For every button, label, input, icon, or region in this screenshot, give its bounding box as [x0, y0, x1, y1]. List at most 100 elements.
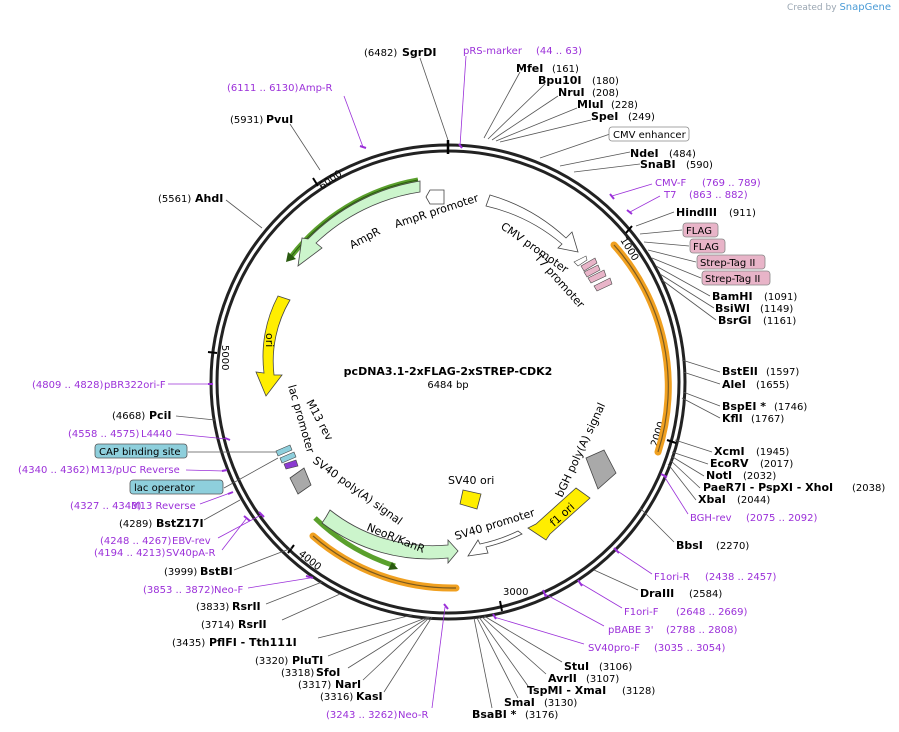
tspmi-pos: (3128) — [622, 686, 655, 697]
cmv-enhancer-line — [539, 133, 611, 159]
l4440-mark — [224, 437, 231, 441]
bsiwi-name: BsiWI — [715, 302, 750, 315]
xcmi-line — [674, 439, 713, 453]
lac-operator-feature[interactable] — [279, 451, 297, 464]
ahdi-line — [225, 199, 263, 229]
avrii-line — [481, 616, 547, 675]
strep1-line — [647, 249, 697, 263]
pvui-line — [289, 123, 321, 171]
strep-box-2[interactable] — [701, 270, 771, 286]
neo-f-range: (3853 .. 3872) — [143, 585, 215, 596]
bstbi-pos: (3999) — [164, 567, 197, 578]
f1ori-f-range: (2648 .. 2669) — [676, 607, 748, 618]
strep-box-1-label: Strep-Tag II — [700, 258, 755, 269]
bpu10i-name: Bpu10I — [538, 74, 582, 87]
bamhi-line — [655, 265, 711, 297]
t7-line — [629, 195, 661, 213]
f1ori-f-name: F1ori-F — [624, 607, 659, 618]
pbr322ori-f-name: pBR322ori-F — [104, 380, 166, 391]
plasmid-size: 6484 bp — [427, 380, 468, 391]
t7-range: (863 .. 882) — [689, 190, 748, 201]
sv40pa-r-line — [221, 518, 247, 551]
cap-binding-box[interactable] — [94, 443, 188, 459]
ori-feature[interactable] — [255, 295, 291, 397]
lac-operator-box[interactable] — [129, 479, 224, 495]
bgh-rev-mark — [660, 473, 668, 478]
credit-prefix: Created by — [787, 3, 837, 13]
bstz17i-line — [203, 499, 241, 521]
kfli-line — [681, 397, 721, 419]
neo-orf-arc-line — [312, 535, 457, 589]
sv40-promoter-feature[interactable] — [467, 530, 523, 557]
pluti-pos: (3320) — [255, 656, 288, 667]
mfei-pos: (161) — [552, 64, 579, 75]
prs-marker-mark — [458, 143, 463, 149]
ebv-rev-mark — [258, 511, 265, 518]
tick-5000: 5000 — [219, 345, 230, 370]
cmv-enhancer-box[interactable] — [608, 126, 690, 142]
flag-box-2[interactable] — [689, 238, 726, 254]
nari-pos: (3317) — [298, 680, 331, 691]
nari-line — [362, 616, 431, 681]
sv40-ori-label: SV40 ori — [448, 474, 494, 487]
noti-name: NotI — [706, 469, 732, 482]
pbabe3-range: (2788 .. 2808) — [666, 625, 738, 636]
strep-tag-feature-2[interactable] — [593, 277, 613, 292]
draiii-pos: (2584) — [689, 589, 722, 600]
smai-line — [476, 617, 519, 699]
pbabe3-name: pBABE 3' — [608, 625, 654, 636]
flag-box-1[interactable] — [682, 222, 719, 238]
lac-operator-label: lac operator — [134, 483, 195, 494]
flag-feature-1[interactable] — [580, 257, 598, 272]
cmv-f-mark — [609, 193, 615, 200]
rsrii-name: RsrII — [232, 600, 261, 613]
mlui-name: MluI — [577, 98, 604, 111]
rsrii-line — [265, 581, 323, 605]
sv40pa-r-name: SV40pA-R — [166, 548, 215, 559]
strep-tag-feature-1[interactable] — [587, 269, 607, 284]
amp-r-range: (6111 .. 6130) — [227, 83, 299, 94]
ampr-feature[interactable] — [297, 180, 421, 267]
ampr-promoter-feature[interactable] — [425, 189, 445, 205]
sv40-ori-feature[interactable] — [459, 489, 482, 510]
noti-line — [670, 455, 705, 477]
strep-box-1[interactable] — [696, 254, 766, 270]
amp-r-name: Amp-R — [299, 83, 333, 94]
snabi-line — [573, 163, 641, 173]
flag-box-2-label: FLAG — [693, 242, 719, 253]
f1ori-r-range: (2438 .. 2457) — [705, 572, 777, 583]
sgrdi-pos: (6482) — [364, 48, 397, 59]
bsteii-pos: (1597) — [766, 367, 799, 378]
f1-ori-feature[interactable] — [527, 487, 591, 541]
bsshii-line — [281, 593, 341, 621]
bspei-name: BspEI * — [722, 400, 766, 413]
ebv-rev-line — [217, 514, 262, 539]
cap-binding-feature[interactable] — [275, 444, 293, 457]
m13-rev-feature[interactable] — [283, 459, 299, 470]
t7-promoter-feature[interactable] — [573, 255, 588, 267]
flag-feature-2[interactable] — [583, 264, 601, 278]
flag2-line — [643, 241, 690, 247]
nrui-line — [491, 95, 559, 141]
neor-feature[interactable] — [321, 509, 459, 565]
t7-name: T7 — [663, 190, 676, 201]
f1ori-r-name: F1ori-R — [654, 572, 690, 583]
avrii-name: AvrII — [548, 672, 577, 685]
sv40-polya-label: SV40 poly(A) signal — [310, 454, 405, 528]
sv40-polya-feature[interactable] — [289, 467, 312, 495]
rsrii-pos: (3833) — [196, 602, 229, 613]
spei-pos: (249) — [628, 112, 655, 123]
bpu10i-pos: (180) — [592, 76, 619, 87]
ecorv-pos: (2017) — [760, 459, 793, 470]
xcmi-pos: (1945) — [756, 447, 789, 458]
cmv-promoter-feature[interactable] — [485, 194, 579, 253]
alei-line — [682, 371, 721, 385]
bgh-polya-feature[interactable] — [585, 449, 617, 490]
m13-reverse-line — [199, 492, 231, 505]
xbai-line — [667, 463, 697, 501]
hindiii-name: HindIII — [676, 206, 717, 219]
cmv-f-range: (769 .. 789) — [702, 178, 761, 189]
pluti-line — [327, 616, 429, 657]
xbai-pos: (2044) — [737, 495, 770, 506]
